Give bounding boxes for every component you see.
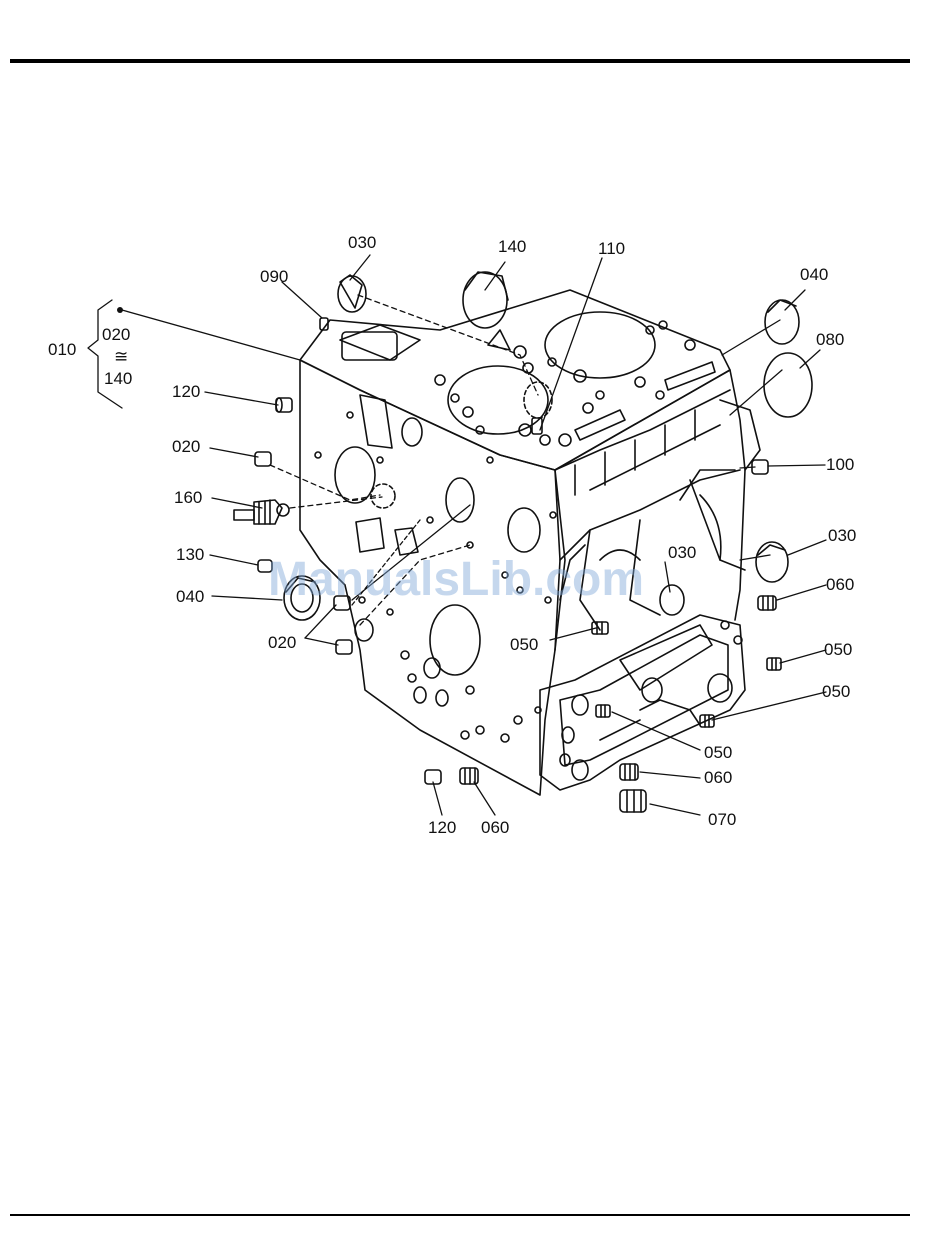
label-030-mid: 030 [668, 543, 696, 562]
screw-050-r1 [767, 658, 781, 670]
label-080: 080 [816, 330, 844, 349]
plug-030-right [756, 542, 788, 582]
plug-060-bottom [620, 764, 638, 780]
label-050-bottom: 050 [704, 743, 732, 762]
plug-040-top [765, 300, 799, 344]
plug-060-low [460, 768, 478, 784]
plug-060-right [758, 596, 776, 610]
plug-030-mid [660, 585, 684, 615]
label-030-right: 030 [828, 526, 856, 545]
plug-140 [463, 272, 508, 328]
leader-lines [88, 255, 826, 815]
label-060-right: 060 [826, 575, 854, 594]
label-130: 130 [176, 545, 204, 564]
watermark: ManualsLib.com [268, 553, 644, 606]
label-050-left: 050 [510, 635, 538, 654]
label-range-sep: ≅ [114, 347, 128, 366]
label-020-b: 020 [268, 633, 296, 652]
label-050-r2: 050 [822, 682, 850, 701]
label-010: 010 [48, 340, 76, 359]
label-030-top: 030 [348, 233, 376, 252]
label-140-range-end: 140 [104, 369, 132, 388]
label-060-bottom: 060 [704, 768, 732, 787]
leader-dot [117, 307, 123, 313]
cover-080 [764, 353, 812, 417]
label-020-a: 020 [172, 437, 200, 456]
label-140: 140 [498, 237, 526, 256]
label-040-top: 040 [800, 265, 828, 284]
label-110: 110 [598, 239, 625, 258]
label-060-low: 060 [481, 818, 509, 837]
label-040-left: 040 [176, 587, 204, 606]
bush-020-a [255, 452, 271, 466]
screw-050-bottom [596, 705, 610, 717]
label-070: 070 [708, 810, 736, 829]
label-050-r1: 050 [824, 640, 852, 659]
label-090: 090 [260, 267, 288, 286]
label-020-range-start: 020 [102, 325, 130, 344]
label-120-top: 120 [172, 382, 200, 401]
lower-flange-plate [540, 615, 745, 790]
label-160: 160 [174, 488, 202, 507]
label-100: 100 [826, 455, 854, 474]
plug-030-top [338, 275, 366, 312]
label-120-bottom: 120 [428, 818, 456, 837]
plug-070 [620, 790, 646, 812]
